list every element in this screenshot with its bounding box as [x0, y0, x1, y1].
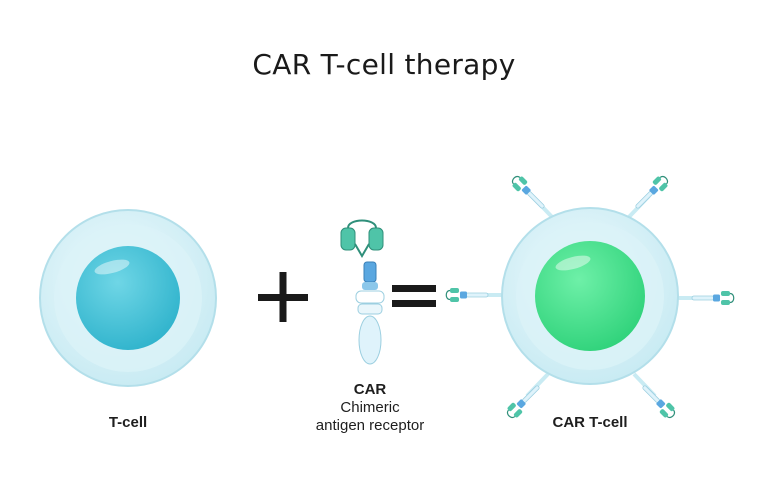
- page-title: CAR T-cell therapy: [252, 48, 516, 81]
- receptor-top-left: [508, 172, 555, 220]
- receptor-left: [445, 287, 505, 303]
- equals-sign: [392, 285, 436, 307]
- car-label-line1: Chimeric: [340, 399, 400, 416]
- car-receptor: [340, 219, 385, 365]
- t-cell-label-text: T-cell: [108, 414, 148, 431]
- car-t-cell-label: CAR T-cell: [530, 414, 650, 432]
- plus-sign: [258, 272, 308, 322]
- car-t-cell-label-text: CAR T-cell: [552, 414, 628, 431]
- receptor-bottom-left: [503, 372, 550, 422]
- car-label-title: CAR: [353, 381, 387, 398]
- car-label-line2: antigen receptor: [315, 417, 425, 434]
- car-label: CAR Chimeric antigen receptor: [290, 381, 450, 435]
- receptor-top-right: [626, 172, 672, 220]
- receptor-bottom-right: [632, 372, 679, 422]
- car-t-cell-nucleus: [535, 241, 645, 351]
- car-t-cell: [445, 172, 735, 422]
- t-cell-label: T-cell: [78, 414, 178, 432]
- t-cell: [39, 209, 217, 387]
- t-cell-nucleus: [76, 246, 180, 350]
- receptor-right: [676, 290, 735, 306]
